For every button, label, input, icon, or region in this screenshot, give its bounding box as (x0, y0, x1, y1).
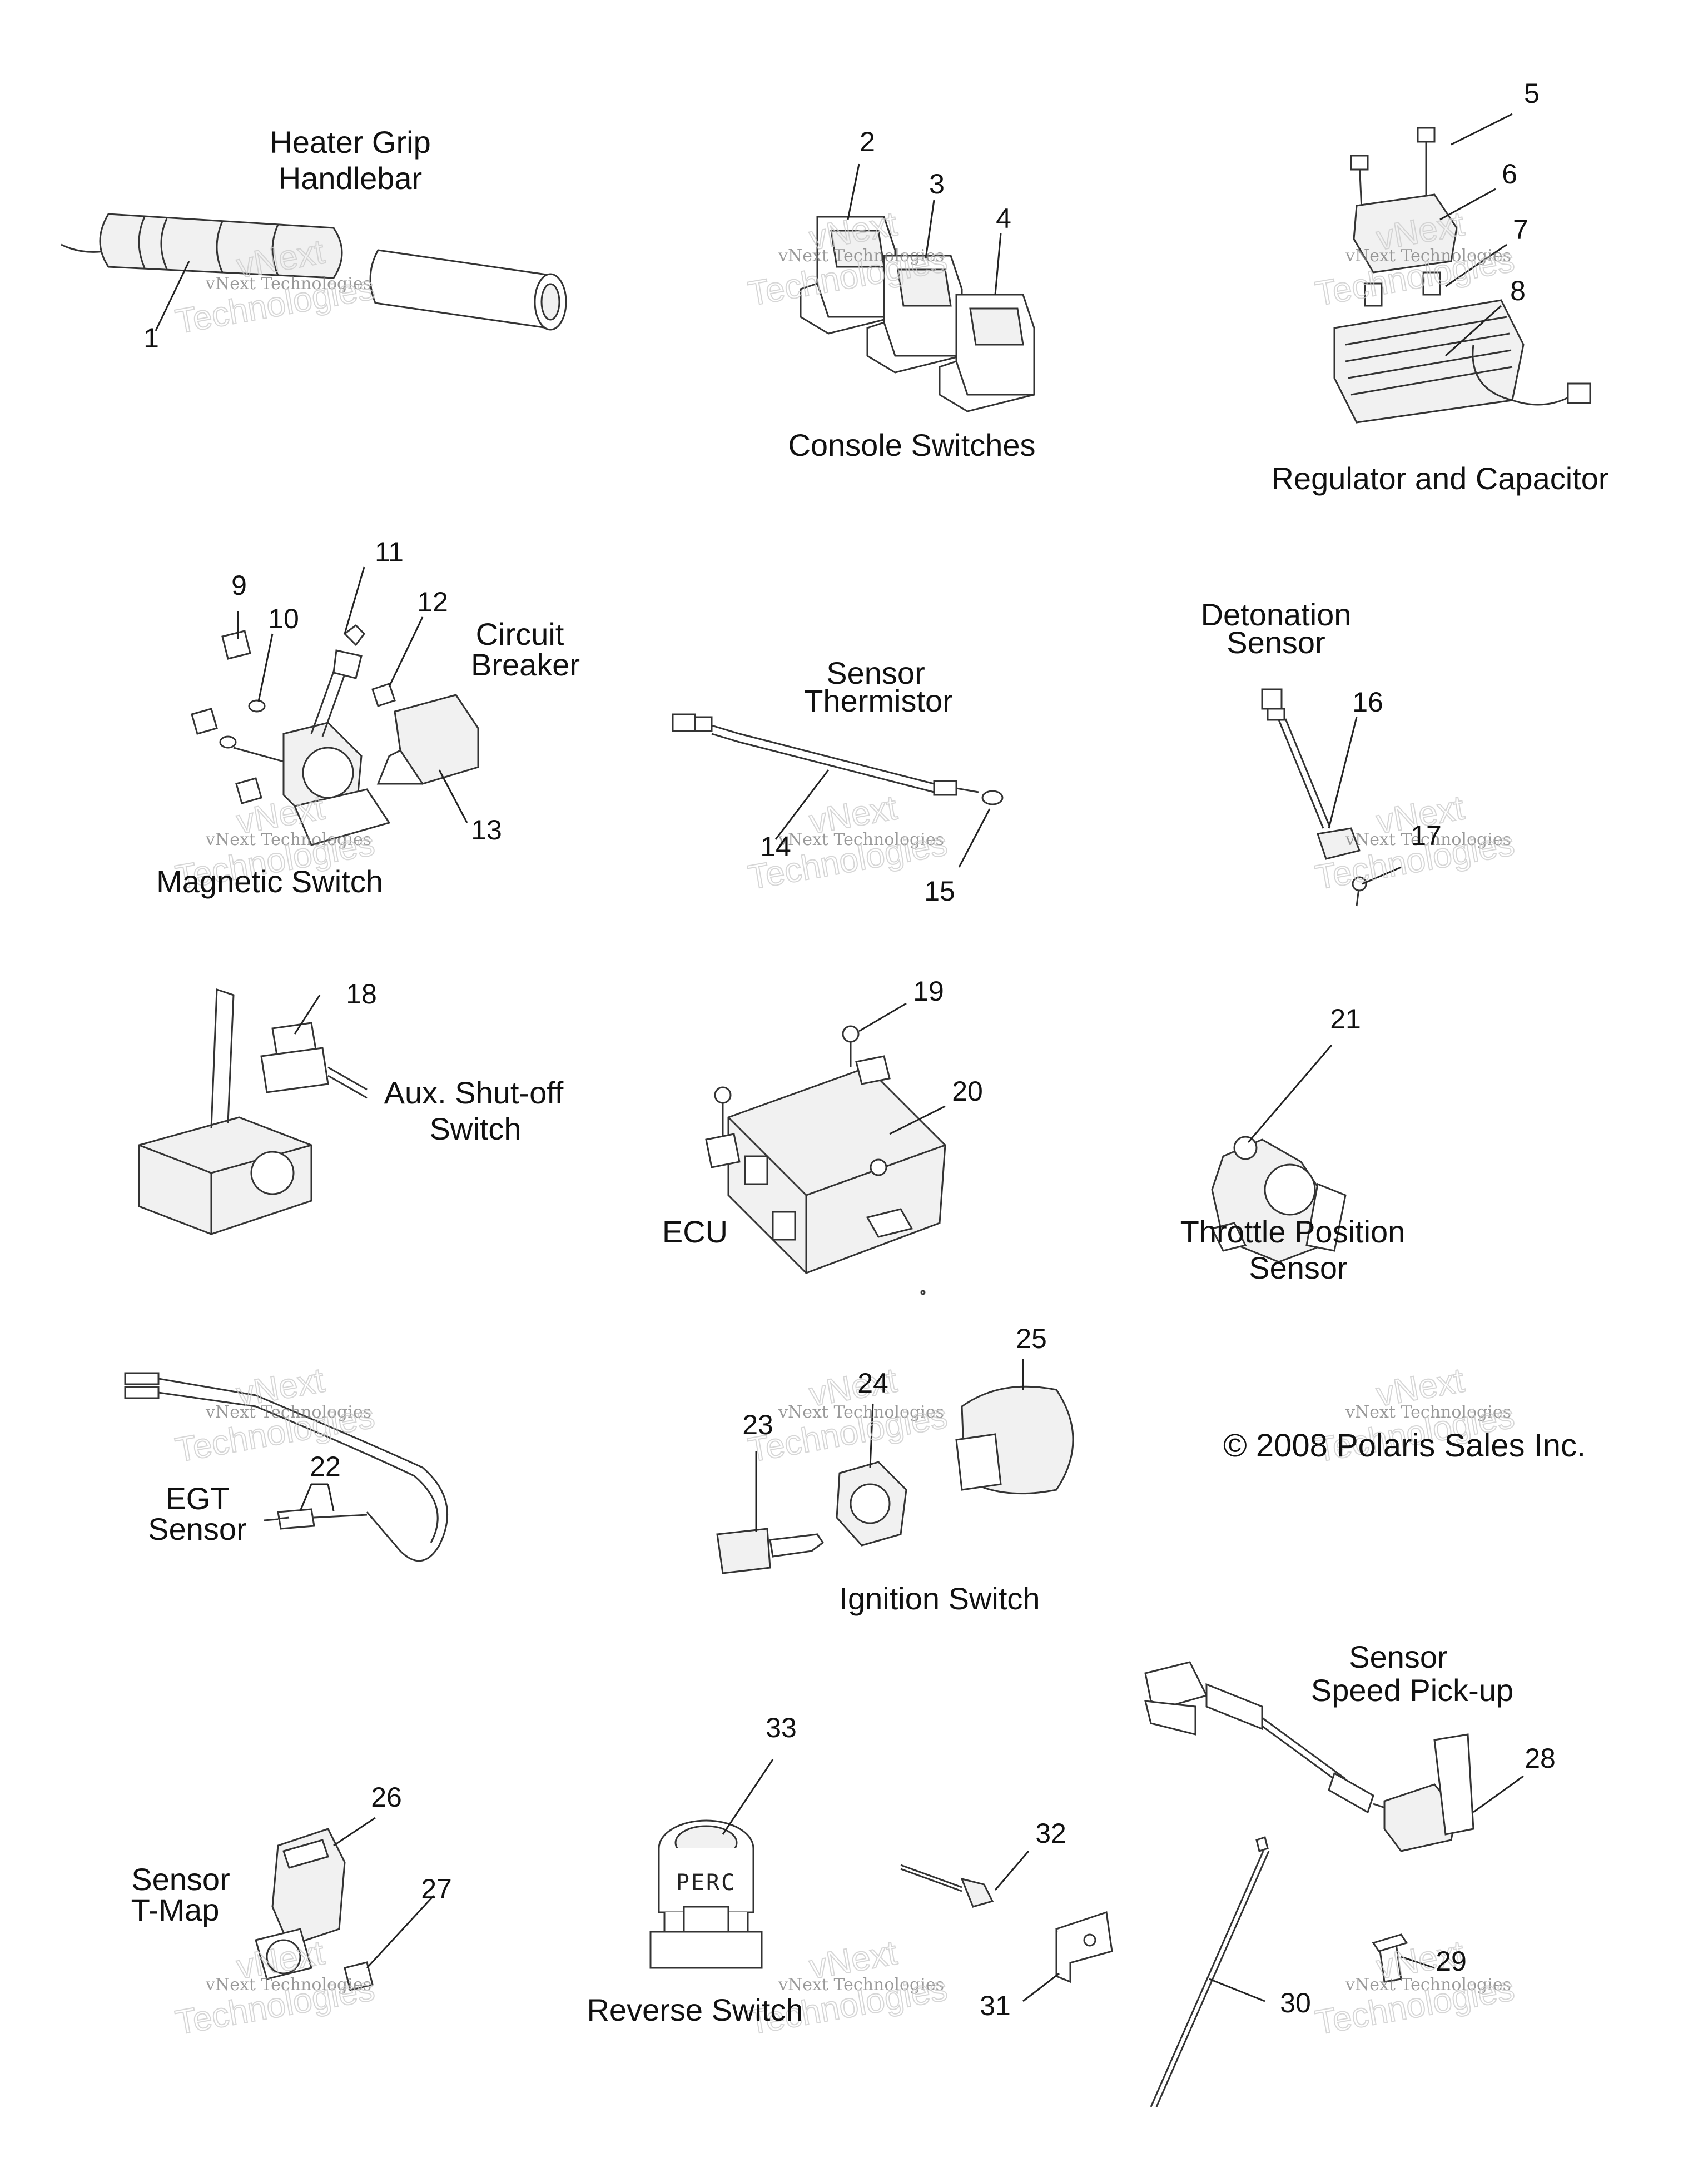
part-number-15: 15 (924, 876, 955, 907)
svg-text:vNext Technologies: vNext Technologies (205, 1403, 371, 1422)
sensor-thermistor-label-1: Sensor (826, 655, 925, 690)
part-number-26: 26 (371, 1782, 402, 1813)
part-number-3: 3 (929, 168, 945, 200)
svg-text:vNext Technologies: vNext Technologies (1345, 830, 1511, 849)
console-switches-part (800, 216, 1035, 412)
part-number-18: 18 (346, 978, 377, 1010)
part-number-6: 6 (1502, 158, 1517, 190)
part-number-19: 19 (913, 976, 944, 1007)
svg-text:vNext Technologies: vNext Technologies (1345, 246, 1511, 266)
aux-switch-label: Switch (430, 1111, 522, 1146)
part-number-9: 9 (231, 570, 247, 601)
pin-32-part (900, 1864, 994, 1908)
ignition-switch-label: Ignition Switch (839, 1581, 1040, 1616)
svg-text:vNext Technologies: vNext Technologies (1345, 1403, 1511, 1422)
svg-text:vNext Technologies: vNext Technologies (778, 1403, 944, 1422)
bracket-31-part (1055, 1911, 1113, 1983)
part-number-27: 27 (421, 1873, 452, 1905)
sensor-thermistor-label-2: Thermistor (804, 683, 953, 718)
t-map-sensor-part (255, 1828, 374, 1991)
aux-shutoff-part (138, 988, 368, 1235)
egt-sensor-label: Sensor (148, 1511, 246, 1547)
speed-pickup-label-1: Sensor (1349, 1639, 1447, 1674)
part-number-8: 8 (1510, 275, 1526, 306)
svg-text:vNext Technologies: vNext Technologies (1345, 1975, 1511, 1995)
part-number-20: 20 (952, 1076, 983, 1107)
t-map-label-2: T-Map (131, 1892, 220, 1927)
circuit-label: Circuit (476, 616, 564, 652)
part-number-22: 22 (310, 1451, 341, 1482)
part-number-32: 32 (1035, 1818, 1066, 1849)
svg-text:vNext Technologies: vNext Technologies (205, 274, 371, 294)
regulator-part (1333, 127, 1591, 424)
svg-text:vNext Technologies: vNext Technologies (205, 1975, 371, 1995)
throttle-sensor-label: Sensor (1249, 1250, 1347, 1285)
detonation-sensor-part (1261, 688, 1367, 907)
t-map-label-1: Sensor (131, 1862, 230, 1897)
part-number-30: 30 (1280, 1987, 1311, 2018)
breaker-label: Breaker (471, 647, 580, 682)
handlebar-label: Handlebar (279, 161, 422, 196)
part-number-14: 14 (760, 831, 791, 862)
egt-sensor-part (124, 1372, 448, 1562)
part-number-21: 21 (1330, 1003, 1361, 1035)
ecu-label: ECU (662, 1214, 728, 1249)
magnetic-switch-part (191, 624, 479, 846)
heater-grip-label: Heater Grip (270, 125, 430, 160)
console-switches-label: Console Switches (788, 427, 1035, 463)
aux-shutoff-label: Aux. Shut-off (384, 1075, 564, 1110)
throttle-position-label: Throttle Position (1180, 1214, 1406, 1249)
part-number-31: 31 (980, 1990, 1011, 2021)
regulator-capacitor-label: Regulator and Capacitor (1271, 461, 1608, 496)
copyright-notice: © 2008 Polaris Sales Inc. (1223, 1428, 1586, 1464)
svg-text:vNext Technologies: vNext Technologies (778, 1975, 944, 1995)
perc-marking: PERC (676, 1870, 736, 1896)
part-number-10: 10 (268, 603, 299, 634)
part-number-4: 4 (996, 203, 1011, 234)
detonation-label: Detonation (1201, 597, 1352, 632)
ignition-switch-part (716, 1385, 1074, 1574)
egt-label: EGT (165, 1481, 229, 1516)
part-number-33: 33 (766, 1712, 797, 1743)
speed-pickup-label-2: Speed Pick-up (1311, 1673, 1513, 1708)
part-number-12: 12 (417, 586, 448, 618)
part-number-2: 2 (860, 126, 875, 157)
part-number-5: 5 (1524, 78, 1540, 109)
reverse-switch-part (649, 1819, 763, 1969)
part-number-23: 23 (742, 1409, 773, 1440)
sensor-thermistor-part (672, 713, 1004, 805)
part-number-17: 17 (1411, 820, 1442, 851)
throttle-position-sensor-part (1210, 1136, 1347, 1263)
part-number-11: 11 (375, 536, 404, 568)
part-number-7: 7 (1513, 214, 1528, 245)
cable-tie-30-part (1150, 1836, 1270, 2107)
magnetic-switch-label: Magnetic Switch (156, 864, 383, 899)
speed-pickup-part (1144, 1661, 1474, 1852)
part-number-1: 1 (143, 322, 159, 354)
svg-text:vNext Technologies: vNext Technologies (778, 246, 944, 266)
fastener-29-part (1372, 1933, 1408, 1983)
part-number-13: 13 (471, 814, 502, 846)
part-number-16: 16 (1352, 687, 1383, 718)
part-number-25: 25 (1016, 1323, 1047, 1354)
part-number-24: 24 (857, 1368, 888, 1399)
svg-text:vNext Technologies: vNext Technologies (205, 830, 371, 849)
part-number-29: 29 (1436, 1946, 1467, 1977)
part-number-28: 28 (1525, 1743, 1556, 1774)
reverse-switch-label: Reverse Switch (587, 1992, 803, 2027)
svg-text:vNext Technologies: vNext Technologies (778, 830, 944, 849)
detonation-sensor-label: Sensor (1227, 625, 1325, 660)
heater-grip-part (61, 213, 567, 331)
ecu-part (705, 1025, 946, 1295)
